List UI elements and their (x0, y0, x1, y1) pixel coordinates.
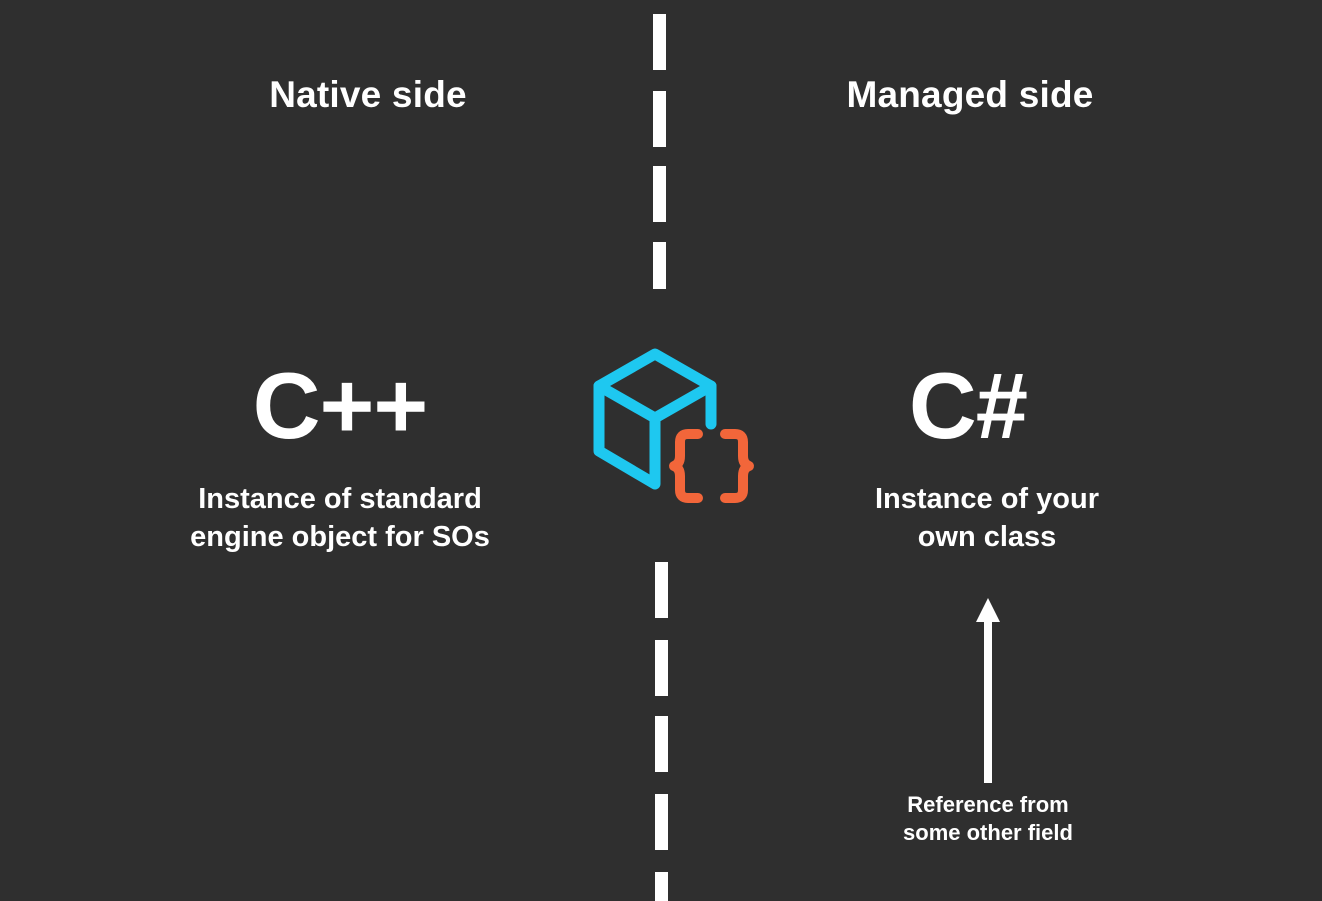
reference-note-line2: some other field (903, 820, 1073, 845)
cpp-label: C++ (252, 353, 429, 458)
native-description-line2: engine object for SOs (190, 521, 490, 553)
cube-braces-icon (593, 348, 754, 503)
native-description-line1: Instance of standard (198, 483, 482, 515)
managed-description-line1: Instance of your (875, 483, 1099, 515)
managed-side-heading: Managed side (846, 74, 1094, 115)
native-description: Instance of standard engine object for S… (90, 480, 590, 556)
reference-note: Reference from some other field (838, 791, 1138, 847)
managed-description: Instance of your own class (737, 480, 1237, 556)
reference-note-line1: Reference from (907, 792, 1069, 817)
csharp-label: C# (908, 353, 1028, 458)
arrow-up-icon (976, 598, 1000, 783)
managed-description-line2: own class (917, 521, 1057, 553)
native-side-heading: Native side (269, 74, 467, 115)
